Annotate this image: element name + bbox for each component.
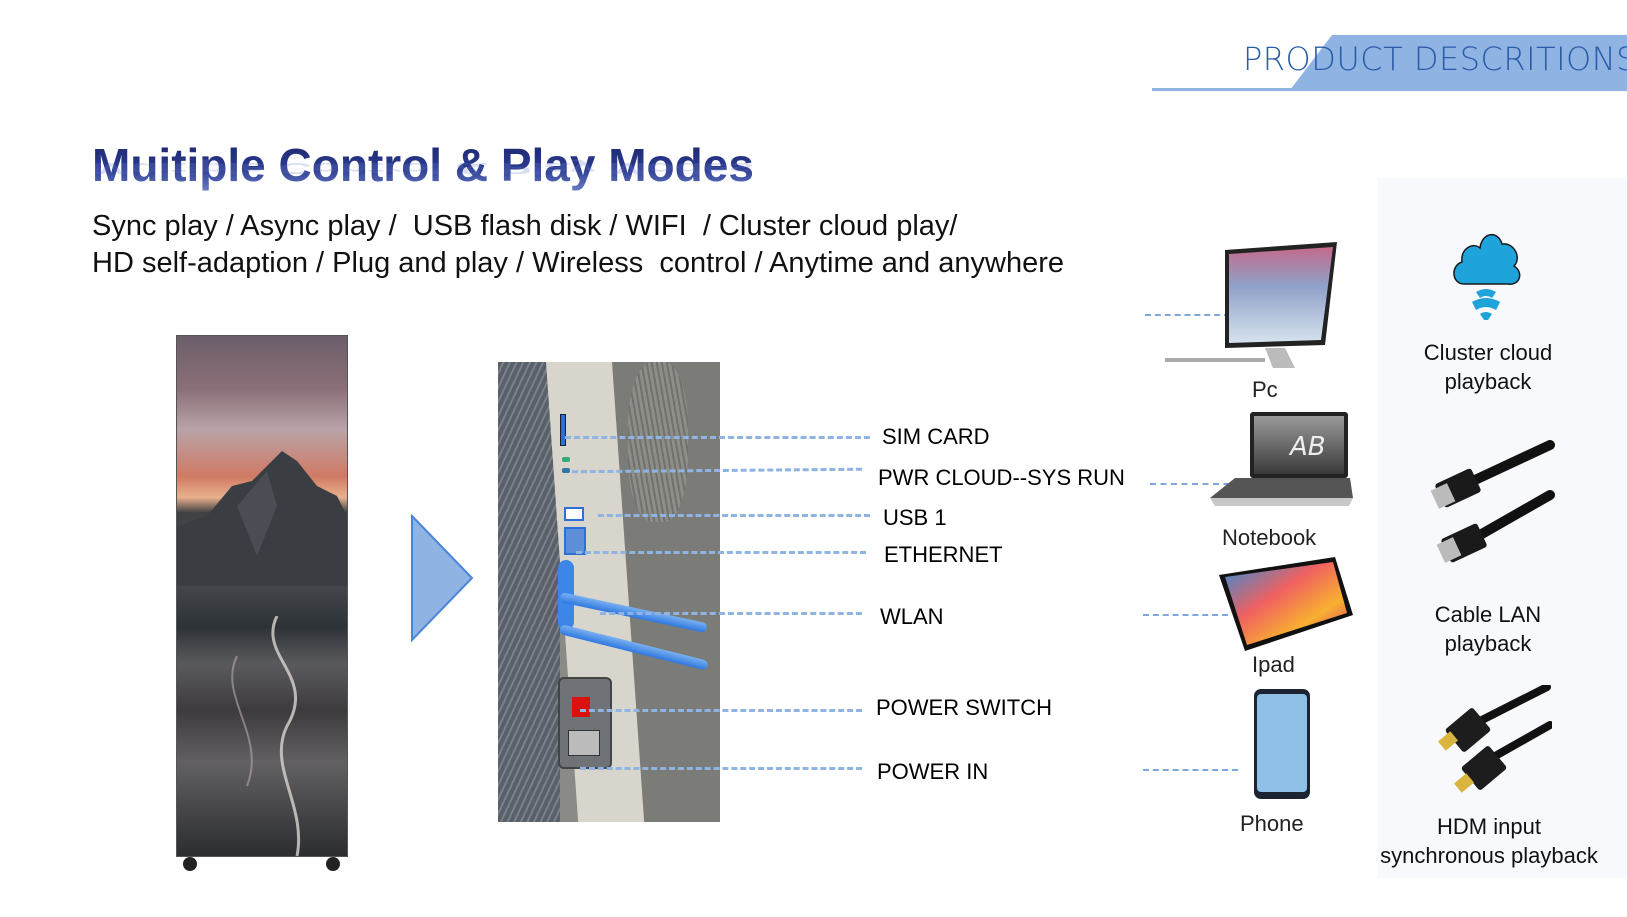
- subtitle-line-2: HD self-adaption / Plug and play / Wirel…: [92, 247, 1064, 279]
- page-title: Muitiple Control & Play Modes: [92, 139, 754, 191]
- desktop-pc-icon: [1165, 242, 1337, 368]
- port-label-pwr-cloud: PWR CLOUD--SYS RUN: [878, 465, 1125, 490]
- connector-line-ipad: [1143, 614, 1228, 616]
- power-socket: [568, 730, 600, 756]
- port-label-sim-card: SIM CARD: [882, 424, 990, 449]
- feature-label-hdmi: HDM input synchronous playback: [1358, 812, 1620, 870]
- feature-cloud-line1: Cluster cloud: [1423, 340, 1553, 365]
- port-label-power-in: POWER IN: [877, 759, 989, 784]
- status-led-sys: [562, 468, 570, 473]
- panel-side: [498, 362, 560, 822]
- feature-label-cloud: Cluster cloud playback: [1418, 338, 1558, 396]
- device-label-pc: Pc: [1252, 377, 1278, 402]
- mountain-illustration: [177, 451, 347, 586]
- ethernet-cable-icon: [1430, 440, 1555, 563]
- feature-hdmi-line2: synchronous playback: [1380, 843, 1598, 868]
- leader-line-sim: [565, 436, 870, 439]
- feature-label-lan: Cable LAN playback: [1418, 600, 1558, 658]
- smartphone-icon: [1254, 689, 1310, 799]
- usb-port: [564, 507, 584, 521]
- laptop-icon: AB: [1210, 412, 1353, 506]
- feature-lan-line1: Cable LAN: [1434, 602, 1542, 627]
- port-label-wlan: WLAN: [880, 604, 944, 629]
- device-label-ipad: Ipad: [1252, 652, 1295, 677]
- device-label-phone: Phone: [1240, 811, 1304, 836]
- svg-text:AB: AB: [1288, 432, 1326, 462]
- device-port-panel: [498, 362, 720, 822]
- feature-cloud-line2: playback: [1444, 369, 1532, 394]
- shoreline-illustration: [231, 616, 300, 856]
- connector-line-notebook: [1150, 483, 1240, 485]
- sim-card-slot: [560, 414, 566, 446]
- port-label-ethernet: ETHERNET: [884, 542, 1003, 567]
- poster-wheel-left: [183, 857, 197, 871]
- poster-display-image: [176, 335, 348, 857]
- feature-hdmi-line1: HDM input: [1437, 814, 1541, 839]
- cloud-icon: [1453, 234, 1521, 320]
- feature-lan-line2: playback: [1444, 631, 1532, 656]
- poster-wheel-right: [326, 857, 340, 871]
- section-title: PRODUCT DESCRITIONS: [1243, 40, 1627, 78]
- arrow-right-icon: [411, 514, 474, 642]
- leader-line-power-switch: [580, 709, 862, 712]
- hdmi-cable-icon: [1438, 685, 1552, 793]
- subtitle-line-1: Sync play / Async play / USB flash disk …: [92, 210, 958, 242]
- port-label-usb: USB 1: [883, 505, 947, 530]
- tablet-icon: [1219, 557, 1353, 651]
- header-band: [1290, 35, 1627, 90]
- leader-line-ethernet: [576, 551, 866, 554]
- connector-line-phone: [1143, 769, 1238, 771]
- leader-line-power-in: [580, 767, 862, 770]
- features-column: [1378, 178, 1627, 878]
- ethernet-port: [564, 527, 586, 555]
- device-label-notebook: Notebook: [1222, 525, 1317, 550]
- leader-line-usb: [598, 514, 870, 517]
- power-switch-rocker: [572, 697, 590, 717]
- status-led-pwr: [562, 457, 570, 462]
- speaker-vents: [628, 362, 688, 522]
- connector-line-pc: [1145, 314, 1230, 316]
- leader-line-wlan: [600, 612, 862, 615]
- port-label-power-switch: POWER SWITCH: [876, 695, 1052, 720]
